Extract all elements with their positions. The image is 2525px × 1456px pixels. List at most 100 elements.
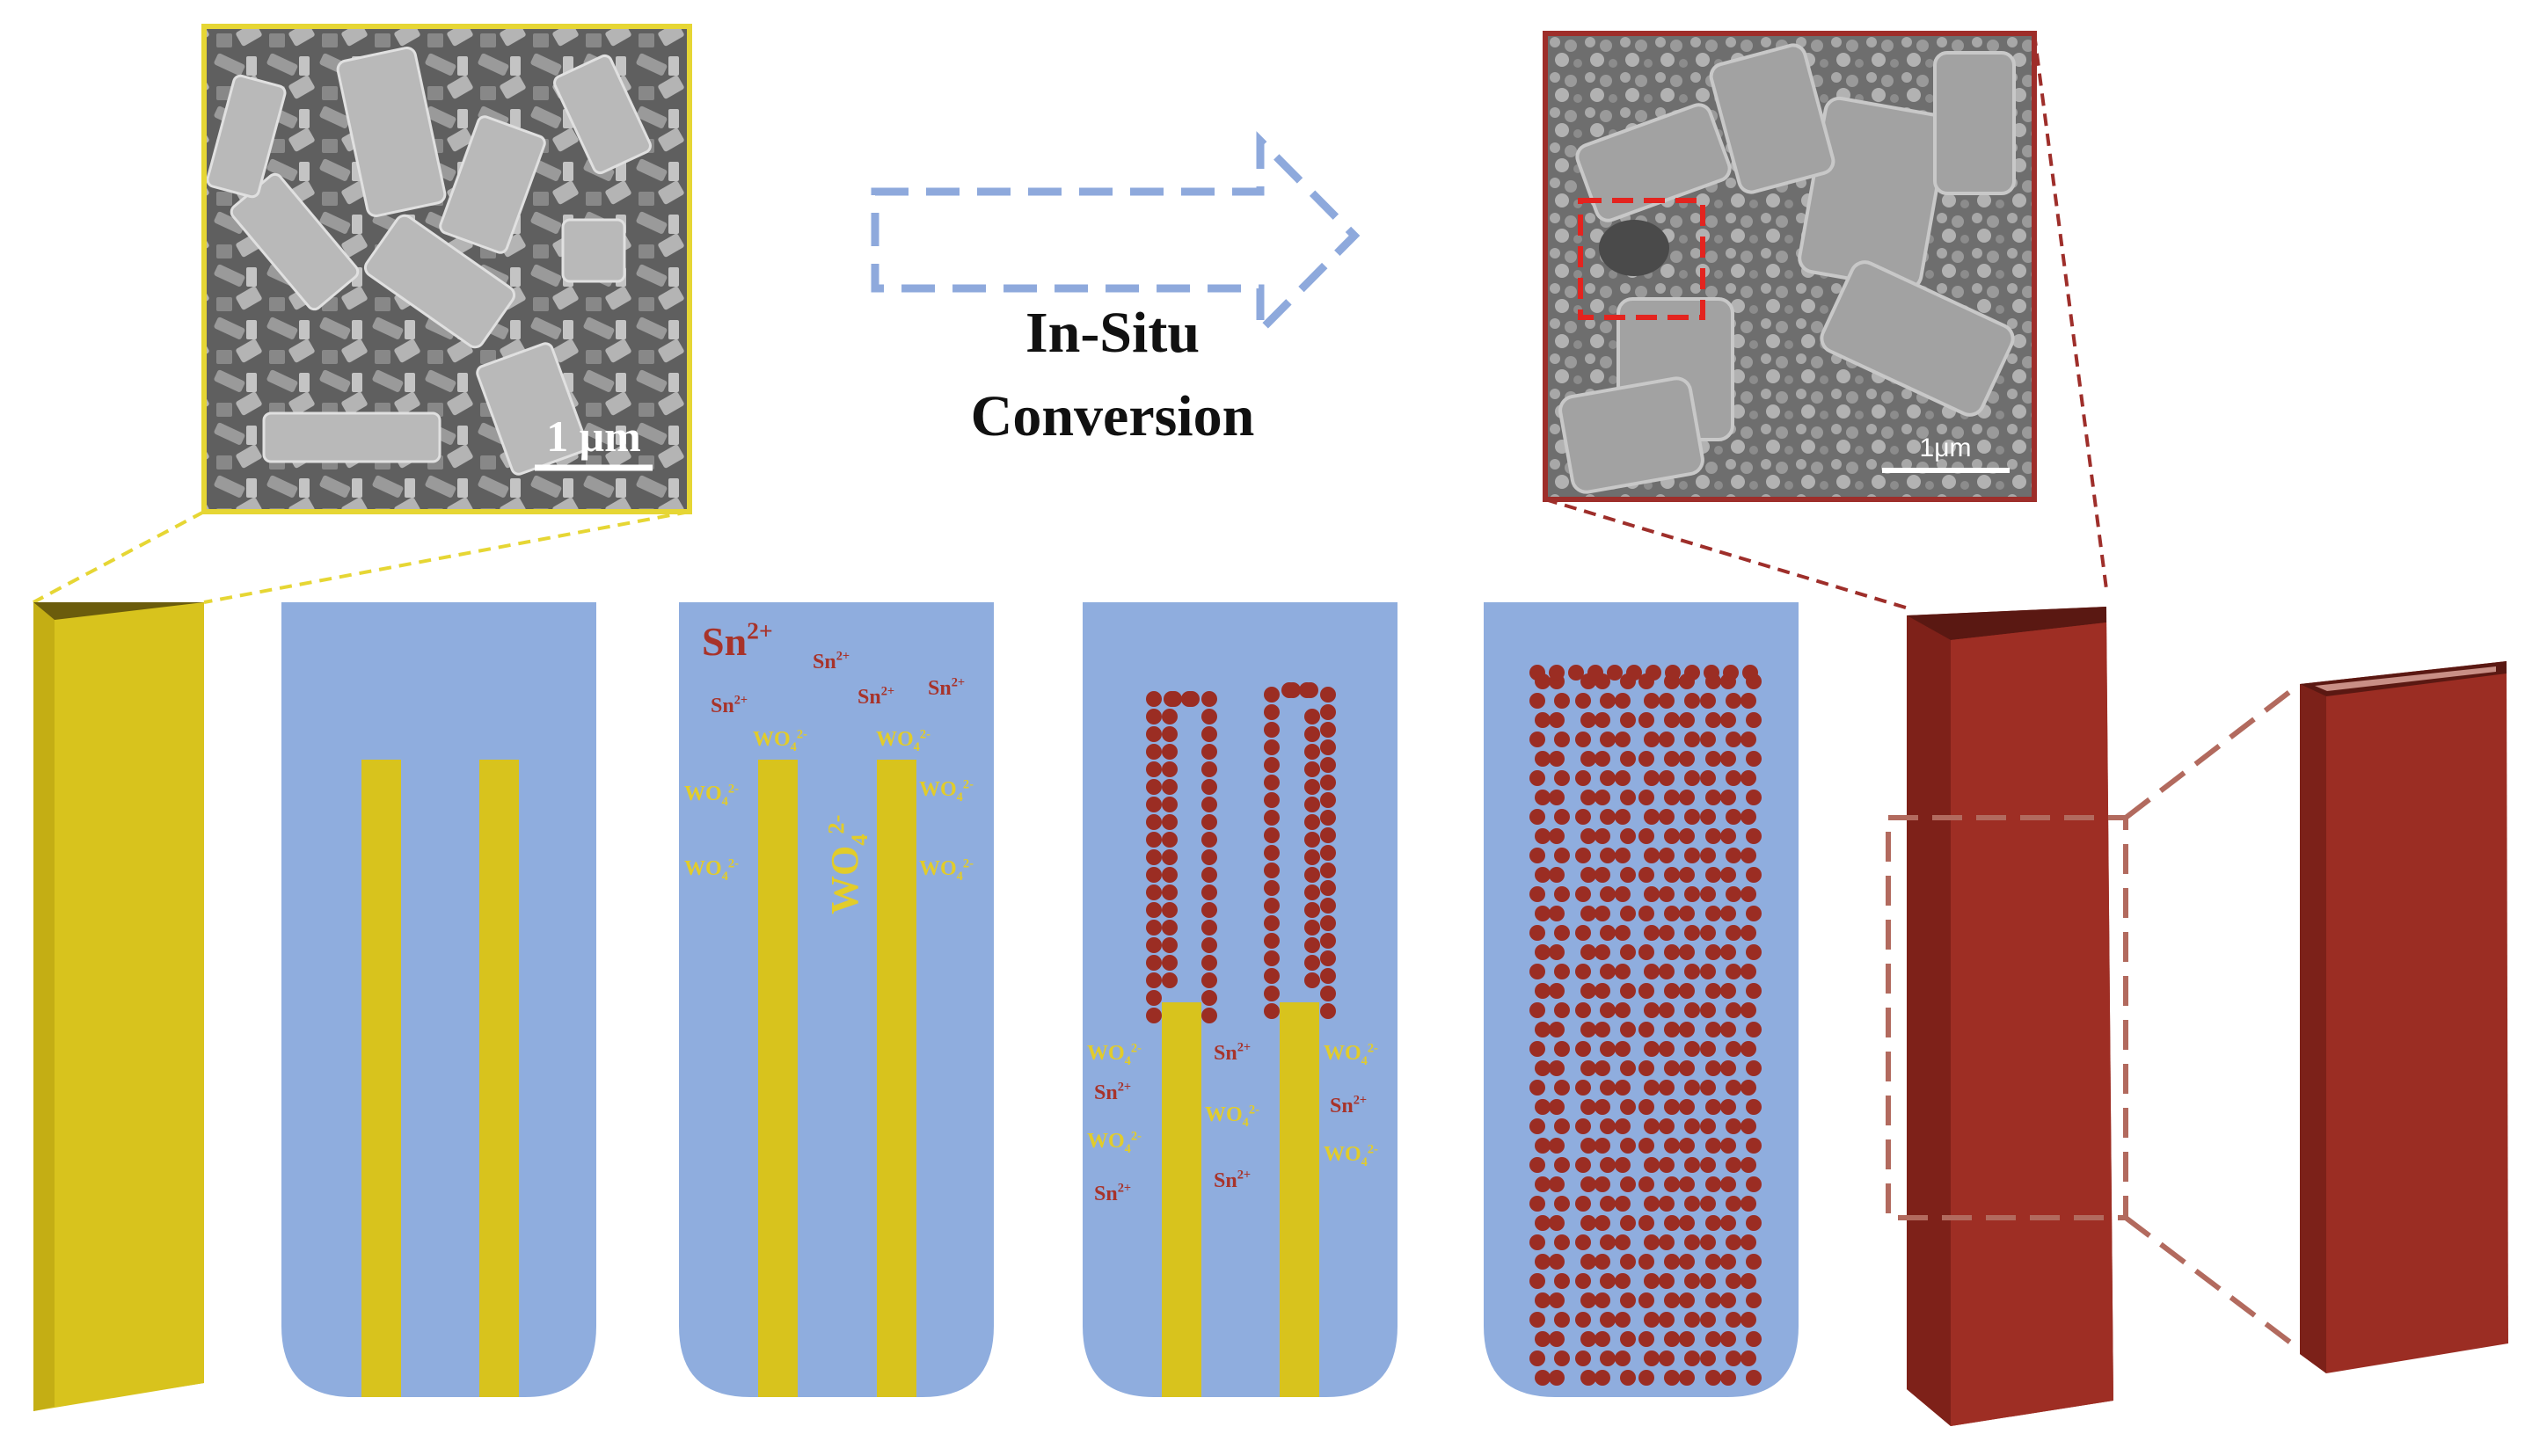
sn-particle bbox=[1600, 1080, 1616, 1096]
sn-particle bbox=[1684, 1002, 1700, 1018]
sn-particle bbox=[1740, 1002, 1756, 1018]
sn-ion-label: Sn2+ bbox=[1330, 1093, 1367, 1117]
sn-particle bbox=[1726, 809, 1741, 825]
magnified-tube-section bbox=[2300, 661, 2508, 1373]
sn-particle bbox=[1746, 790, 1762, 805]
sn-particle bbox=[1600, 886, 1616, 902]
sn-ion-label: Sn2+ bbox=[702, 617, 773, 664]
sn-particle bbox=[1664, 1022, 1680, 1037]
sn-particle bbox=[1620, 751, 1636, 767]
sn-particle bbox=[1644, 1041, 1660, 1057]
sn-particle bbox=[1320, 986, 1336, 1001]
sn-particle bbox=[1535, 983, 1551, 999]
sn-particle bbox=[1304, 902, 1320, 918]
sn-particle bbox=[1679, 906, 1695, 921]
sn-particle bbox=[1726, 1002, 1741, 1018]
sn-particle bbox=[1620, 867, 1636, 883]
sn-particle bbox=[1684, 925, 1700, 941]
sn-particle bbox=[1575, 809, 1591, 825]
sn-particle bbox=[1587, 665, 1603, 681]
sn-particle bbox=[1664, 1292, 1680, 1308]
sn-particle bbox=[1529, 1118, 1545, 1134]
sn-particle bbox=[1575, 1118, 1591, 1134]
sn-particle bbox=[1146, 902, 1162, 918]
sn-particle bbox=[1620, 983, 1636, 999]
sn-particle bbox=[1659, 693, 1675, 709]
sn-particle bbox=[1746, 1060, 1762, 1076]
sn-particle bbox=[1535, 1060, 1551, 1076]
sn-particle bbox=[1720, 1370, 1736, 1386]
sn-particle bbox=[1740, 925, 1756, 941]
sn-particle bbox=[1595, 1022, 1610, 1037]
sn-particle bbox=[1638, 1215, 1654, 1231]
sn-particle bbox=[1146, 867, 1162, 883]
sn-particle bbox=[1264, 739, 1280, 755]
sn-particle bbox=[1595, 1060, 1610, 1076]
sn-particle bbox=[1615, 732, 1631, 747]
beaker-2-rod-a bbox=[758, 760, 798, 1397]
sn-particle bbox=[1554, 809, 1570, 825]
sn-particle bbox=[1700, 1234, 1716, 1250]
sn-particle bbox=[1644, 1234, 1660, 1250]
sn-particle bbox=[1620, 944, 1636, 960]
sn-particle bbox=[1659, 1041, 1675, 1057]
sn-particle bbox=[1615, 1273, 1631, 1289]
wo4-ion-label: WO42- bbox=[684, 783, 739, 809]
sn-particle bbox=[1615, 964, 1631, 979]
sn-ion-label: Sn2+ bbox=[1094, 1181, 1131, 1205]
sn-particle bbox=[1554, 693, 1570, 709]
sn-particle bbox=[1615, 925, 1631, 941]
sn-particle bbox=[1746, 1176, 1762, 1192]
sn-particle bbox=[1620, 1215, 1636, 1231]
sn-particle bbox=[1201, 885, 1217, 900]
sn-particle bbox=[1600, 1312, 1616, 1328]
sn-particle bbox=[1679, 751, 1695, 767]
sn-particle bbox=[1638, 1138, 1654, 1154]
sn-particle bbox=[1644, 809, 1660, 825]
sn-particle bbox=[1304, 726, 1320, 742]
sn-particle bbox=[1595, 1292, 1610, 1308]
sn-particle bbox=[1529, 1041, 1545, 1057]
sn-particle bbox=[1638, 944, 1654, 960]
sn-particle bbox=[1568, 665, 1584, 681]
sn-particle bbox=[1600, 848, 1616, 863]
sn-particle bbox=[1304, 797, 1320, 812]
sn-particle bbox=[1679, 1215, 1695, 1231]
sn-particle bbox=[1679, 1138, 1695, 1154]
sn-particle bbox=[1201, 972, 1217, 988]
sn-particle bbox=[1664, 867, 1680, 883]
sn-particle bbox=[1595, 1138, 1610, 1154]
sn-particle bbox=[1700, 1118, 1716, 1134]
sn-particle bbox=[1704, 665, 1719, 681]
sn-ion-label: Sn2+ bbox=[857, 684, 894, 709]
beaker-2: Sn2+Sn2+Sn2+Sn2+Sn2+WO42-WO42-WO42-WO42-… bbox=[679, 602, 994, 1397]
zoom-lines-right bbox=[1544, 33, 2108, 610]
sn-particle bbox=[1684, 1080, 1700, 1096]
sn-particle bbox=[1746, 983, 1762, 999]
sn-particle bbox=[1638, 1060, 1654, 1076]
sn-particle bbox=[1529, 693, 1545, 709]
sn-particle bbox=[1679, 790, 1695, 805]
sn-particle bbox=[1554, 1002, 1570, 1018]
sn-particle bbox=[1549, 906, 1565, 921]
sn-particle bbox=[1720, 1292, 1736, 1308]
sn-particle bbox=[1320, 687, 1336, 703]
sn-particle bbox=[1705, 828, 1721, 844]
sn-particle bbox=[1580, 1138, 1596, 1154]
sn-particle bbox=[1595, 1099, 1610, 1115]
sn-particle bbox=[1684, 665, 1700, 681]
sn-particle bbox=[1638, 1176, 1654, 1192]
sn-particle bbox=[1740, 1080, 1756, 1096]
sn-particle bbox=[1638, 1370, 1654, 1386]
sn-particle bbox=[1600, 1118, 1616, 1134]
sn-particle bbox=[1746, 751, 1762, 767]
sn-particle bbox=[1705, 867, 1721, 883]
sn-particle bbox=[1726, 1080, 1741, 1096]
sn-particle bbox=[1549, 1060, 1565, 1076]
section-selection bbox=[1886, 815, 2128, 1220]
sn-particle bbox=[1535, 1254, 1551, 1270]
sn-particle bbox=[1554, 964, 1570, 979]
sn-particle bbox=[1679, 1254, 1695, 1270]
sn-particle bbox=[1575, 886, 1591, 902]
sn-particle bbox=[1529, 1196, 1545, 1212]
